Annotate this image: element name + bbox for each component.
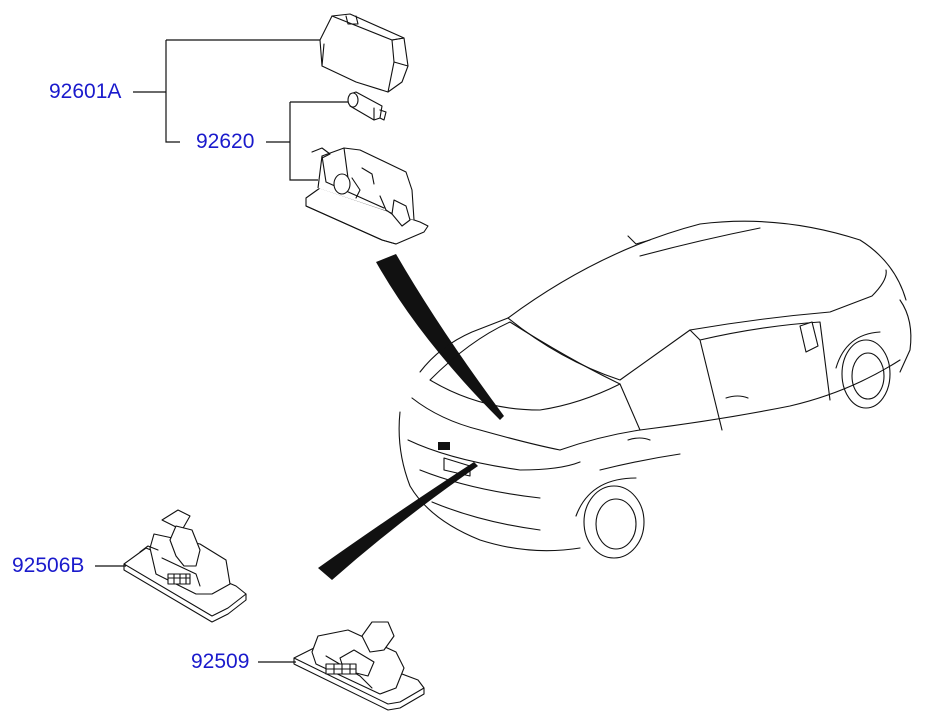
car-illustration xyxy=(398,220,912,559)
lens-cover-part[interactable] xyxy=(319,13,409,93)
part-label-92509[interactable]: 92509 xyxy=(191,650,250,673)
part-label-92506b[interactable]: 92506B xyxy=(12,554,85,577)
leader-lines xyxy=(95,39,348,663)
pointer-arrows xyxy=(318,254,504,580)
part-label-92601a[interactable]: 92601A xyxy=(49,80,122,103)
bulb-part[interactable] xyxy=(347,91,387,121)
part-label-92620[interactable]: 92620 xyxy=(196,130,255,153)
license-lamp-b-part[interactable] xyxy=(123,509,247,623)
license-lamp-part[interactable] xyxy=(293,621,425,711)
lamp-housing-part[interactable] xyxy=(305,147,429,245)
